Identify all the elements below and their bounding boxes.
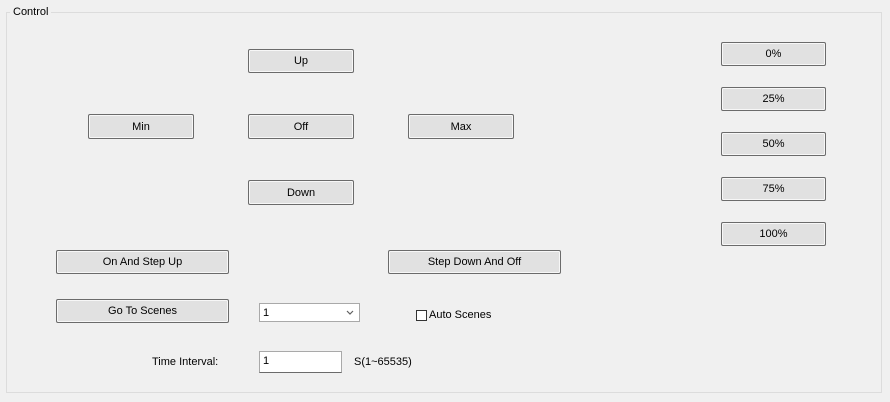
max-button[interactable]: Max (408, 114, 514, 139)
auto-scenes-checkbox[interactable]: Auto Scenes (416, 308, 491, 322)
auto-scenes-checkbox-box[interactable] (416, 309, 427, 321)
group-title: Control (10, 5, 52, 19)
chevron-down-icon[interactable] (343, 305, 357, 320)
time-interval-label: Time Interval: (152, 356, 219, 368)
down-button[interactable]: Down (248, 180, 354, 205)
time-interval-unit: S(1~65535) (354, 356, 412, 368)
scene-select-value: 1 (263, 307, 270, 319)
auto-scenes-label: Auto Scenes (429, 309, 492, 321)
up-button[interactable]: Up (248, 49, 354, 73)
control-groupbox (6, 12, 882, 393)
step-down-and-off-button[interactable]: Step Down And Off (388, 250, 561, 274)
min-button[interactable]: Min (88, 114, 194, 139)
on-and-step-up-button[interactable]: On And Step Up (56, 250, 229, 274)
scene-select[interactable]: 1 (259, 303, 360, 322)
go-to-scenes-button[interactable]: Go To Scenes (56, 299, 229, 323)
percent-0-button[interactable]: 0% (721, 42, 826, 66)
percent-25-button[interactable]: 25% (721, 87, 826, 111)
time-interval-input[interactable]: 1 (259, 351, 342, 373)
off-button[interactable]: Off (248, 114, 354, 139)
percent-75-button[interactable]: 75% (721, 177, 826, 201)
percent-50-button[interactable]: 50% (721, 132, 826, 156)
time-interval-value: 1 (263, 355, 270, 367)
percent-100-button[interactable]: 100% (721, 222, 826, 246)
